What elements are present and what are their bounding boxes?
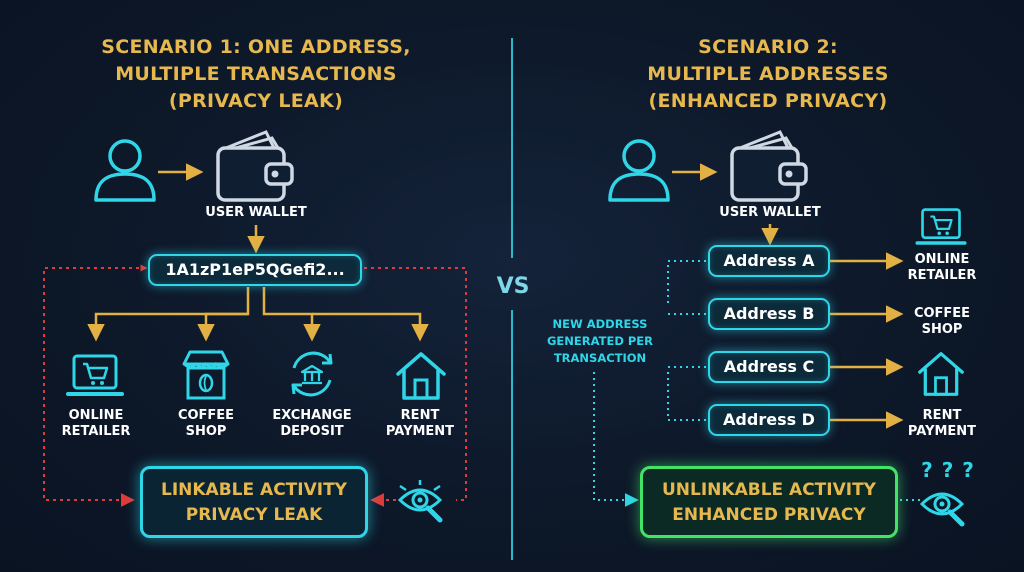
label-line: SHOP <box>921 322 963 337</box>
result-line: UNLINKABLE ACTIVITY <box>661 480 876 500</box>
address-d-pill: Address D <box>708 404 830 436</box>
cyan-bracket-top <box>667 260 706 306</box>
scenario2-title-line: MULTIPLE ADDRESSES <box>647 63 889 85</box>
new-address-note: NEW ADDRESS GENERATED PER TRANSACTION <box>540 316 660 367</box>
arrow-address-to-rent-payment <box>312 312 429 342</box>
note-line: TRANSACTION <box>553 351 647 365</box>
coffee-shop-icon <box>182 350 230 400</box>
destination-label-exchange-deposit: EXCHANGE DEPOSIT <box>262 408 362 440</box>
label-line: PAYMENT <box>907 424 977 439</box>
label-line: RENT <box>400 408 440 423</box>
scenario1-title: SCENARIO 1: ONE ADDRESS, MULTIPLE TRANSA… <box>46 34 466 115</box>
address-a-pill: Address A <box>708 245 830 277</box>
linkable-activity-box: LINKABLE ACTIVITY PRIVACY LEAK <box>140 466 368 538</box>
note-line: GENERATED PER <box>546 334 654 348</box>
red-link-left <box>43 267 146 507</box>
wallet-icon <box>216 130 294 202</box>
arrow-address-to-exchange-deposit <box>262 287 321 342</box>
arrow-address-to-coffee-shop <box>197 312 248 342</box>
scenario1-title-line: SCENARIO 1: ONE ADDRESS, <box>101 36 411 58</box>
arrow-address-to-online-retailer <box>87 287 250 342</box>
label-line: RENT <box>922 408 962 423</box>
question-marks: ? ? ? <box>921 458 975 482</box>
label-line: SHOP <box>185 424 227 439</box>
destination-label-online-retailer: ONLINE RETAILER <box>46 408 146 440</box>
address-b-pill: Address B <box>708 298 830 330</box>
label-line: COFFEE <box>177 408 235 423</box>
user-icon <box>608 139 670 202</box>
label-line: ONLINE <box>914 252 970 267</box>
scenario1-title-line: (PRIVACY LEAK) <box>168 90 344 112</box>
scenario1-title-line: MULTIPLE TRANSACTIONS <box>115 63 397 85</box>
label-line: RETAILER <box>907 268 977 283</box>
result-line: LINKABLE ACTIVITY <box>161 480 347 500</box>
label-line: RETAILER <box>61 424 131 439</box>
laptop-cart-icon <box>915 208 967 245</box>
destination-label-rent-payment: RENT PAYMENT <box>370 408 470 440</box>
laptop-cart-icon <box>66 354 124 396</box>
cyan-bracket-bottom <box>667 372 706 421</box>
scenario2-title: SCENARIO 2: MULTIPLE ADDRESSES (ENHANCED… <box>558 34 978 115</box>
cyan-note-to-result <box>593 372 639 507</box>
scenario2-wallet-label: USER WALLET <box>719 205 821 220</box>
address-c-pill: Address C <box>708 351 830 383</box>
user-icon <box>94 139 156 202</box>
wallet-icon <box>730 130 808 202</box>
eye-magnifier-icon <box>398 480 443 523</box>
unlinkable-activity-box: UNLINKABLE ACTIVITY ENHANCED PRIVACY <box>640 466 898 538</box>
destination-label-online-retailer: ONLINE RETAILER <box>894 252 990 284</box>
result-line: PRIVACY LEAK <box>185 505 323 525</box>
red-link-right <box>364 267 467 501</box>
destination-label-rent-payment: RENT PAYMENT <box>894 408 990 440</box>
exchange-icon <box>291 351 333 397</box>
note-line: NEW ADDRESS <box>552 317 648 331</box>
scenario2-title-line: SCENARIO 2: <box>698 36 838 58</box>
vs-label: VS <box>496 274 530 299</box>
scenario1-wallet-label: USER WALLET <box>205 205 307 220</box>
house-icon <box>396 352 446 400</box>
destination-label-coffee-shop: COFFEE SHOP <box>894 306 990 338</box>
destination-label-coffee-shop: COFFEE SHOP <box>156 408 256 440</box>
label-line: DEPOSIT <box>280 424 344 439</box>
result-line: ENHANCED PRIVACY <box>672 505 866 525</box>
label-line: COFFEE <box>913 306 971 321</box>
house-icon <box>918 352 964 396</box>
label-line: ONLINE <box>68 408 124 423</box>
scenario2-title-line: (ENHANCED PRIVACY) <box>648 90 888 112</box>
scenario1-address-pill: 1A1zP1eP5QGefi2... <box>148 254 362 286</box>
confused-eye-icon <box>920 492 965 527</box>
label-line: EXCHANGE <box>272 408 352 423</box>
label-line: PAYMENT <box>385 424 455 439</box>
